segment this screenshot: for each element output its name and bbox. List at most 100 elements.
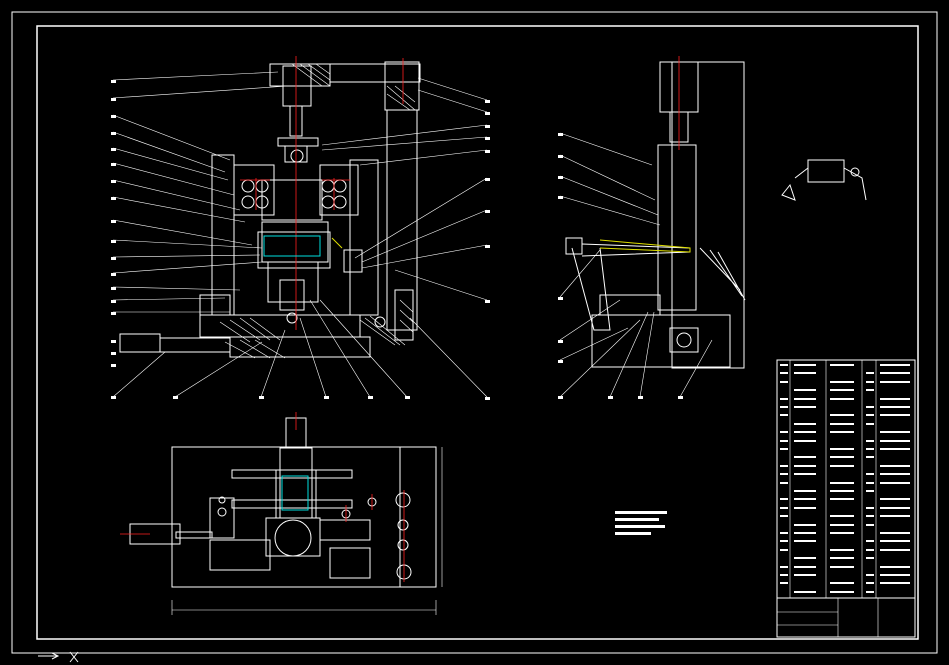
parts-list-cell <box>880 372 910 375</box>
parts-list-cell <box>794 590 816 593</box>
callout-number <box>111 257 116 260</box>
parts-list-cell <box>794 439 816 442</box>
parts-list-cell <box>830 364 854 366</box>
callout-number <box>368 396 373 399</box>
callout-number <box>111 312 116 315</box>
parts-list-cell <box>780 498 788 501</box>
parts-list-cell <box>880 481 910 484</box>
callout-number <box>111 240 116 243</box>
parts-list-cell <box>866 456 874 459</box>
parts-list-cell <box>880 406 910 408</box>
parts-list-cell <box>794 498 816 501</box>
tech-req-line <box>615 511 667 514</box>
detail-view <box>781 159 867 201</box>
callout-number <box>111 364 116 367</box>
parts-list-cell <box>866 557 874 560</box>
callout-number <box>405 396 410 399</box>
callout-number <box>324 396 329 399</box>
callout-number <box>558 340 563 343</box>
parts-list-cell <box>830 548 854 551</box>
callout-number <box>558 360 563 363</box>
callout-number <box>558 176 563 179</box>
parts-list-cell <box>794 431 816 434</box>
parts-list-cell <box>866 574 874 576</box>
callout-number <box>111 98 116 101</box>
parts-list-cell <box>794 574 816 576</box>
callout-number <box>259 396 264 399</box>
callout-number <box>485 397 490 400</box>
parts-list-cell <box>830 590 854 593</box>
parts-list-cell <box>880 397 910 400</box>
parts-list-cell <box>780 397 788 400</box>
parts-list-cell <box>780 364 788 366</box>
callout-number <box>485 100 490 103</box>
parts-list-cell <box>830 490 854 492</box>
parts-list-cell <box>866 380 874 383</box>
parts-list-cell <box>780 540 788 543</box>
inner-frame-border <box>36 25 919 640</box>
parts-list-cell <box>830 557 854 560</box>
parts-list-cell <box>880 498 910 501</box>
parts-list-cell <box>866 582 874 585</box>
parts-list-cell <box>880 364 910 366</box>
parts-list-cell <box>880 532 910 534</box>
parts-list-cell <box>780 439 788 442</box>
callout-number <box>111 80 116 83</box>
parts-list-cell <box>866 540 874 543</box>
parts-list-cell <box>830 389 854 392</box>
parts-list-cell <box>830 523 854 526</box>
parts-list-cell <box>880 448 910 450</box>
parts-list-cell <box>880 506 910 509</box>
parts-list-cell <box>830 380 854 383</box>
parts-list-cell <box>794 456 816 459</box>
parts-list-cell <box>866 439 874 442</box>
parts-list-cell <box>780 414 788 417</box>
outer-sheet-border <box>11 11 938 654</box>
callout-number <box>558 155 563 158</box>
callout-number <box>111 132 116 135</box>
parts-list-cell <box>794 557 816 560</box>
parts-list-cell <box>794 464 816 467</box>
callout-number <box>111 180 116 183</box>
parts-list-cell <box>830 456 854 459</box>
parts-list-cell <box>780 582 788 585</box>
parts-list-cell <box>780 380 788 383</box>
parts-list-cell <box>880 431 910 434</box>
parts-list-cell <box>780 574 788 576</box>
parts-list-cell <box>866 515 874 518</box>
parts-list-cell <box>794 372 816 375</box>
callout-number <box>111 115 116 118</box>
parts-list-cell <box>880 414 910 417</box>
parts-list-cell <box>794 473 816 476</box>
callout-number <box>558 133 563 136</box>
tech-req-line <box>615 525 665 528</box>
callout-number <box>111 300 116 303</box>
parts-list-cell <box>880 515 910 518</box>
callout-number <box>111 163 116 166</box>
callout-number <box>111 148 116 151</box>
parts-list-cell <box>866 414 874 417</box>
parts-list-cell <box>880 565 910 568</box>
workpiece-highlight <box>281 475 309 511</box>
parts-list-cell <box>866 372 874 375</box>
parts-list-cell <box>780 532 788 534</box>
parts-list-cell <box>866 490 874 492</box>
parts-list-cell <box>830 498 854 501</box>
ucs-icon <box>38 651 79 663</box>
parts-list-cell <box>794 490 816 492</box>
parts-list-cell <box>830 565 854 568</box>
parts-list-cell <box>794 540 816 543</box>
callout-number <box>608 396 613 399</box>
callout-number <box>111 340 116 343</box>
parts-list-cell <box>866 590 874 593</box>
parts-list-cell <box>866 481 874 484</box>
parts-list-cell <box>866 406 874 408</box>
parts-list-cell <box>794 389 816 392</box>
callout-number <box>111 287 116 290</box>
parts-list-cell <box>880 540 910 543</box>
parts-list-cell <box>794 565 816 568</box>
parts-list-cell <box>830 448 854 450</box>
parts-list-cell <box>866 448 874 450</box>
parts-list-cell <box>794 523 816 526</box>
